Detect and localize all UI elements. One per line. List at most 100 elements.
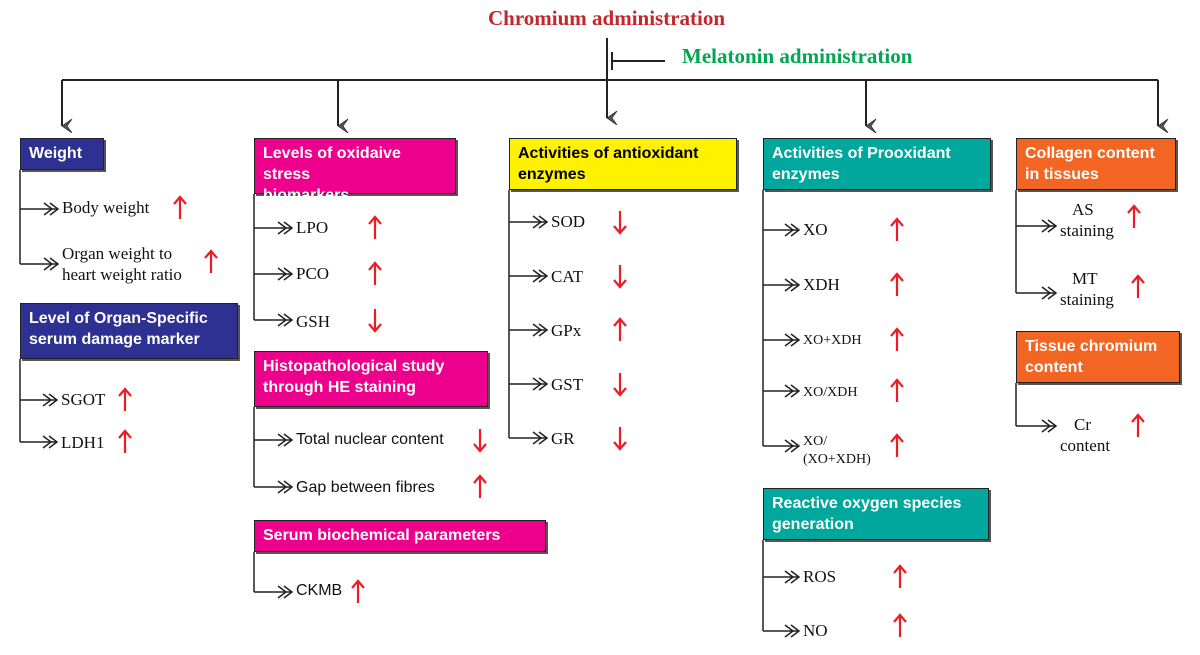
item-cat: CAT	[551, 267, 583, 287]
item-label: LPO	[296, 218, 329, 237]
branch-chevron-icon	[277, 433, 294, 447]
up-arrow-icon	[893, 564, 907, 588]
item-label: SGOT	[61, 390, 106, 409]
item-gpx: GPx	[551, 321, 581, 341]
item-label-line1: Cr	[1074, 415, 1091, 434]
weight-box-label: Weight	[29, 145, 83, 162]
up-arrow-icon	[890, 378, 904, 402]
item-label: XO/XDH	[803, 385, 858, 400]
antioxidant-box-line1: Activities of antioxidant	[518, 145, 699, 162]
item-xo-plus-xdh: XO+XDH	[803, 333, 861, 349]
item-label-line1: MT	[1072, 269, 1098, 288]
item-label: Body weight	[62, 198, 150, 217]
branch-chevron-icon	[784, 439, 801, 453]
branch-chevron-icon	[43, 202, 60, 216]
collagen-content-box: Collagen content in tissues	[1016, 138, 1176, 190]
item-label-line1: Organ weight to	[62, 244, 173, 263]
item-label: PCO	[296, 264, 330, 283]
up-arrow-icon	[890, 433, 904, 457]
up-arrow-icon	[473, 474, 487, 498]
branch-chevron-icon	[1041, 286, 1058, 300]
up-arrow-icon	[1127, 204, 1141, 228]
ros-box-line2: generation	[772, 516, 854, 533]
up-arrow-icon	[890, 272, 904, 296]
item-ckmb: CKMB	[296, 582, 342, 600]
item-organ-weight-ratio: Organ weight to heart weight ratio	[62, 243, 182, 285]
item-label-line1: XO/	[803, 434, 828, 449]
item-label-line2: content	[1060, 436, 1111, 455]
item-pco: PCO	[296, 264, 329, 284]
branch-chevron-icon	[784, 570, 801, 584]
change-arrows	[118, 195, 1145, 637]
item-as-staining: AS staining	[1060, 199, 1114, 241]
organ-specific-box-line2: serum damage marker	[29, 331, 200, 348]
item-label: CAT	[551, 267, 584, 286]
item-label: GST	[551, 375, 584, 394]
up-arrow-icon	[1131, 274, 1145, 298]
down-arrow-icon	[473, 429, 487, 453]
up-arrow-icon	[368, 215, 382, 239]
branch-chevron-icon	[1041, 219, 1058, 233]
up-arrow-icon	[893, 613, 907, 637]
item-gst: GST	[551, 375, 583, 395]
branch-chevron-icon	[784, 278, 801, 292]
branch-chevron-icon	[532, 215, 549, 229]
branch-chevron-icon	[532, 377, 549, 391]
up-arrow-icon	[890, 327, 904, 351]
item-label: Total nuclear content	[296, 431, 444, 448]
item-label: XO+XDH	[803, 333, 862, 348]
histopath-box-line2: through HE staining	[263, 379, 416, 396]
item-mt-staining: MT staining	[1060, 268, 1114, 310]
collagen-box-line2: in tissues	[1025, 166, 1099, 183]
down-arrow-icon	[613, 265, 627, 289]
tissue-chromium-box: Tissue chromium content	[1016, 331, 1180, 383]
item-label: LDH1	[61, 433, 105, 452]
item-label: NO	[803, 621, 828, 640]
branch-chevron-icon	[277, 313, 294, 327]
item-label: ROS	[803, 567, 837, 586]
tissue-cr-box-line1: Tissue chromium	[1025, 338, 1158, 355]
ros-generation-box: Reactive oxygen species generation	[763, 488, 989, 540]
item-label: GR	[551, 429, 575, 448]
histopath-box-line1: Histopathological study	[263, 358, 445, 375]
histopathology-box: Histopathological study through HE stain…	[254, 351, 488, 407]
prooxidant-box-line2: enzymes	[772, 166, 840, 183]
item-lpo: LPO	[296, 218, 328, 238]
item-body-weight: Body weight	[62, 198, 149, 218]
item-sgot: SGOT	[61, 390, 105, 410]
down-arrow-icon	[613, 211, 627, 235]
connector-lines	[61, 38, 1158, 126]
item-label: Gap between fibres	[296, 479, 435, 496]
organ-specific-marker-box: Level of Organ-Specific serum damage mar…	[20, 303, 238, 359]
item-no: NO	[803, 621, 828, 641]
branch-chevron-icon	[784, 223, 801, 237]
down-arrow-icon	[613, 427, 627, 451]
melatonin-administration-label: Melatonin administration	[682, 44, 913, 68]
branch-chevron-icon	[532, 323, 549, 337]
chromium-administration-title: Chromium administration	[488, 6, 726, 30]
prooxidant-box-line1: Activities of Prooxidant	[772, 145, 951, 162]
weight-box: Weight	[20, 138, 104, 170]
branch-chevron-icon	[42, 393, 59, 407]
prooxidant-enzymes-box: Activities of Prooxidant enzymes	[763, 138, 991, 190]
item-label: CKMB	[296, 582, 343, 599]
item-gsh: GSH	[296, 312, 330, 332]
up-arrow-icon	[890, 217, 904, 241]
item-xo: XO	[803, 220, 828, 240]
item-total-nuclear-content: Total nuclear content	[296, 431, 444, 449]
branch-chevron-icon	[532, 431, 549, 445]
oxidative-stress-box: Levels of oxidaive stress biomarkers	[254, 138, 456, 204]
item-xdh: XDH	[803, 275, 840, 295]
item-label: XDH	[803, 275, 840, 294]
item-label: GSH	[296, 312, 331, 331]
oxidative-box-line2: biomarkers	[263, 187, 350, 204]
collagen-box-line1: Collagen content	[1025, 145, 1155, 162]
serum-biochemical-box: Serum biochemical parameters	[254, 520, 546, 552]
item-xo-ratio: XO/ (XO+XDH)	[803, 433, 871, 469]
antioxidant-enzymes-box: Activities of antioxidant enzymes	[509, 138, 737, 190]
branch-chevron-icon	[277, 267, 294, 281]
up-arrow-icon	[368, 261, 382, 285]
branch-chevron-icon	[532, 269, 549, 283]
item-gr: GR	[551, 429, 575, 449]
